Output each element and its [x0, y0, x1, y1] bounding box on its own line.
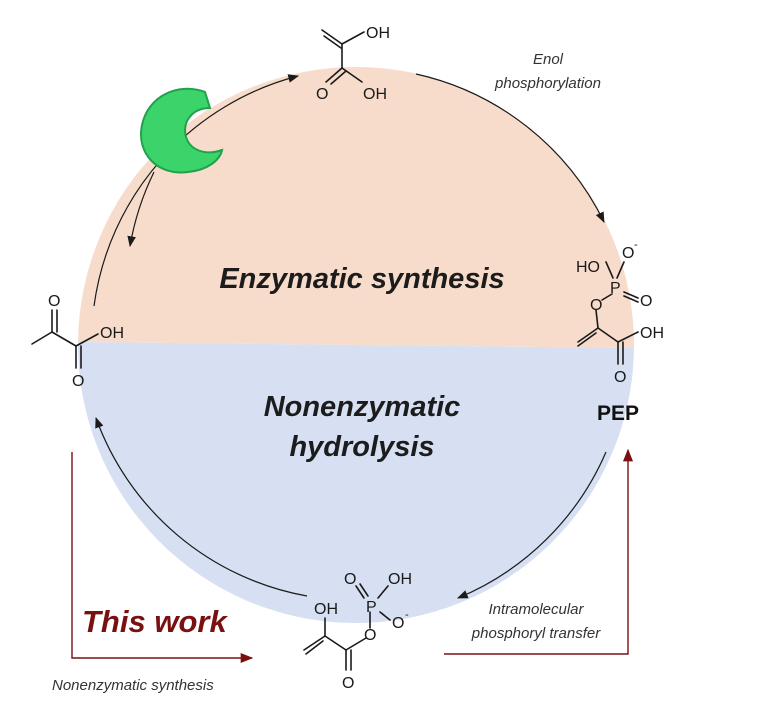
pyruvate-molecule: O OH O	[31, 293, 124, 390]
atom-p-bot: P	[366, 599, 377, 616]
red-arrow-to-pep	[444, 448, 634, 655]
atom-p-pep: P	[610, 280, 621, 297]
arc-top-right	[415, 73, 605, 223]
red-arrow-this-work	[71, 452, 254, 664]
acylphosphate-molecule: O OH P O - OH O O	[303, 571, 412, 692]
atom-oh-top1: OH	[366, 25, 390, 42]
arc-left-inner	[127, 171, 155, 248]
pep-label: PEP	[597, 402, 639, 425]
atom-oh-top2: OH	[363, 86, 387, 103]
enzyme-pacman-icon	[140, 87, 224, 174]
atom-oh-left: OH	[100, 325, 124, 342]
arc-left-lower	[95, 416, 308, 597]
atom-o-top: O	[316, 86, 328, 103]
atom-o-pep4: O	[614, 369, 626, 386]
intra-label-line1: Intramolecular	[488, 601, 584, 618]
this-work-label: This work	[82, 604, 228, 639]
nonenzymatic-half	[77, 342, 634, 624]
enzymatic-half	[78, 66, 635, 349]
nonenzymatic-label-line1: Nonenzymatic	[264, 391, 461, 423]
atom-oh-bot2: OH	[314, 601, 338, 618]
pep-molecule: O - HO P O O OH O	[576, 239, 664, 386]
atom-o-left2: O	[72, 373, 84, 390]
atom-o-pep3: O	[590, 297, 602, 314]
nonenzymatic-synthesis-label: Nonenzymatic synthesis	[52, 677, 214, 694]
enzymatic-synthesis-label: Enzymatic synthesis	[219, 263, 504, 295]
atom-o-pep2: O	[640, 293, 652, 310]
atom-o-left1: O	[48, 293, 60, 310]
atom-minus-bot: -	[405, 609, 409, 621]
atom-minus-pep: -	[634, 239, 638, 251]
nonenzymatic-label-line2: hydrolysis	[289, 431, 434, 463]
atom-oh-pep: OH	[640, 325, 664, 342]
atom-ho-pep: HO	[576, 259, 600, 276]
enolpyruvate-molecule: OH OH O	[316, 25, 390, 103]
atom-o-bot2: O	[392, 615, 404, 632]
atom-o-bot4: O	[342, 675, 354, 692]
atom-oh-bot1: OH	[388, 571, 412, 588]
arc-right-lower	[457, 451, 607, 599]
atom-o-bot1: O	[344, 571, 356, 588]
atom-o-pep1: O	[622, 245, 634, 262]
intra-label-line2: phosphoryl transfer	[471, 625, 601, 642]
enol-label-line2: phosphorylation	[494, 75, 601, 92]
atom-o-bot3: O	[364, 627, 376, 644]
enol-label-line1: Enol	[533, 51, 564, 68]
